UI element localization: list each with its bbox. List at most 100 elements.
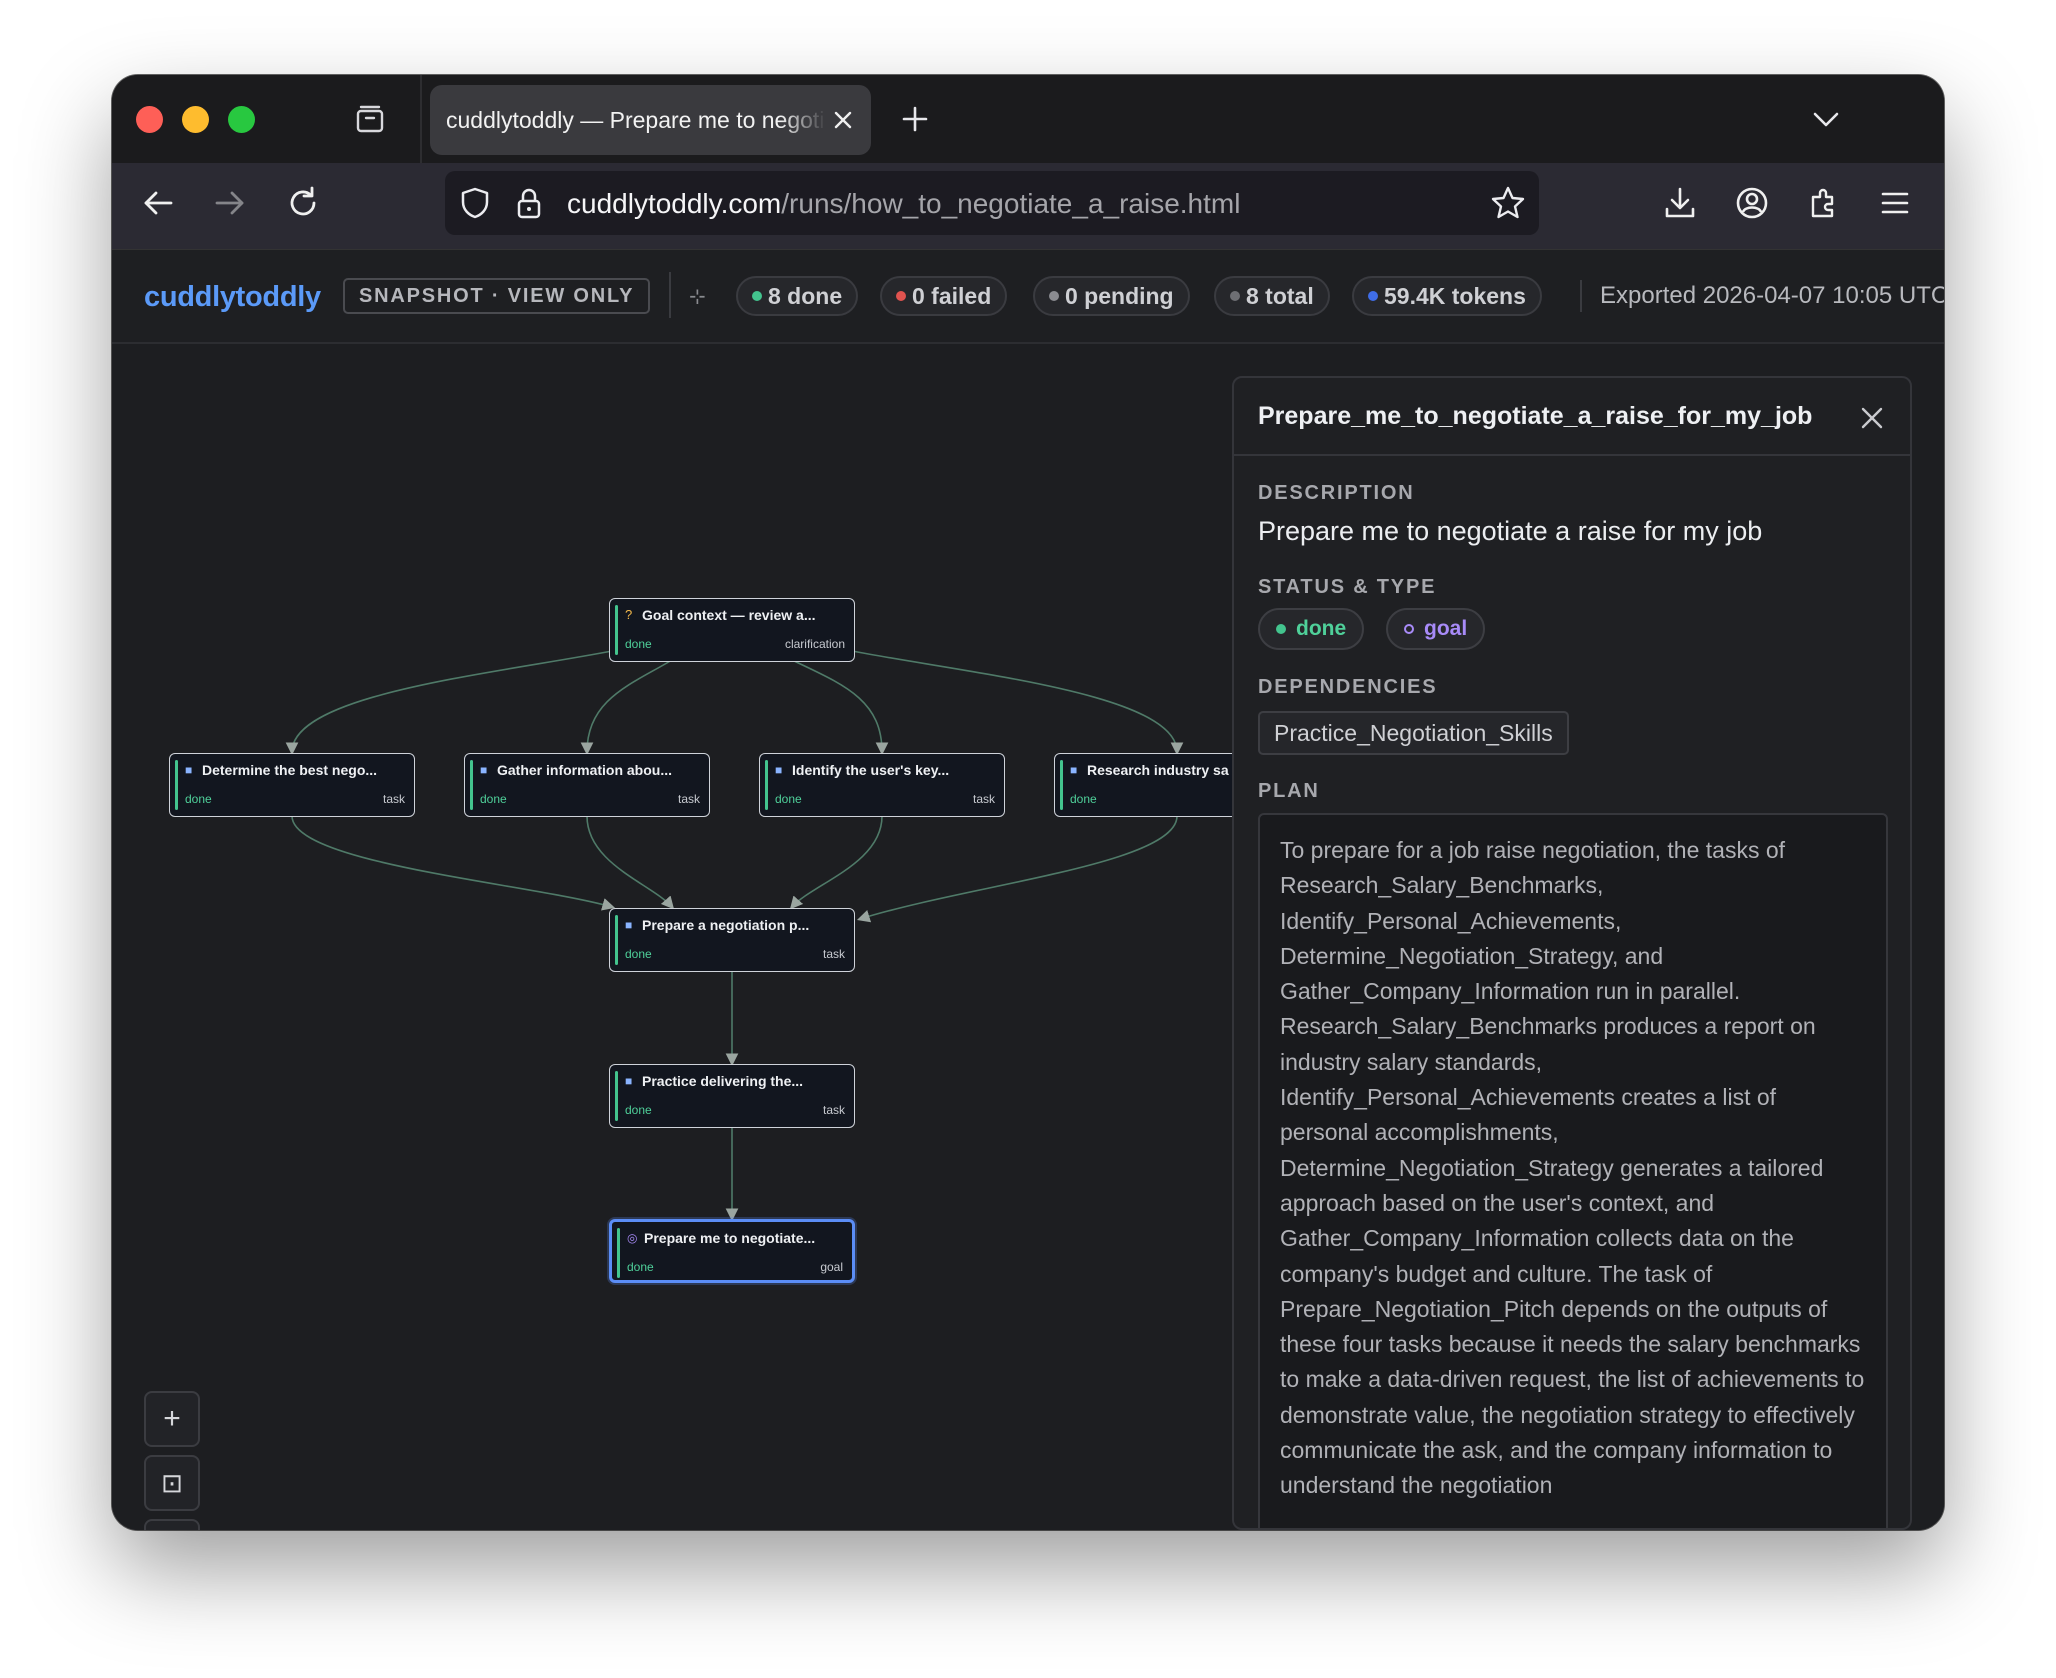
goal-icon: ◎	[627, 1231, 638, 1245]
tab-separator	[420, 75, 422, 163]
app-header: cuddlytoddly SNAPSHOT · VIEW ONLY ⊹ 8 do…	[112, 249, 1944, 344]
task-icon: ■	[625, 1074, 633, 1088]
panel-header: Prepare_me_to_negotiate_a_raise_for_my_j…	[1234, 378, 1910, 456]
tab-strip: cuddlytoddly — Prepare me to negotiate a…	[112, 75, 1944, 163]
question-icon: ?	[625, 607, 633, 622]
navigation-bar: cuddlytoddly.com/runs/how_to_negotiate_a…	[112, 163, 1944, 249]
snapshot-badge: SNAPSHOT · VIEW ONLY	[343, 278, 651, 314]
stat-done-pill: 8 done	[736, 276, 859, 316]
node-kind: task	[822, 947, 845, 961]
stat-tokens-label: 59.4K tokens	[1384, 283, 1526, 309]
node-status: done	[775, 792, 802, 806]
task-icon: ■	[480, 763, 488, 777]
graph-node-determine[interactable]: ■ Determine the best nego... done task	[169, 753, 415, 817]
url-path: /runs/how_to_negotiate_a_raise.html	[781, 188, 1241, 219]
goal-ring-icon	[1404, 624, 1414, 634]
close-icon[interactable]	[1858, 404, 1886, 432]
task-icon: ■	[185, 763, 193, 777]
graph-node-goal[interactable]: ◎ Prepare me to negotiate... done goal	[609, 1219, 855, 1283]
header-divider	[669, 272, 671, 318]
stat-tokens-pill: 59.4K tokens	[1352, 276, 1542, 316]
type-badge: goal	[1386, 608, 1486, 650]
reload-icon[interactable]	[283, 183, 323, 223]
node-kind: clarification	[784, 637, 845, 651]
lock-icon[interactable]	[511, 185, 547, 221]
url-text[interactable]: cuddlytoddly.com/runs/how_to_negotiate_a…	[567, 188, 1240, 220]
node-title: Determine the best nego...	[202, 762, 378, 778]
fit-view-button[interactable]: ⊡	[144, 1455, 200, 1511]
graph-edge	[789, 815, 883, 910]
done-dot-icon	[752, 291, 762, 301]
graph-node-identify[interactable]: ■ Identify the user's key... done task	[759, 753, 1005, 817]
done-dot-icon	[1276, 624, 1286, 634]
brand-logo[interactable]: cuddlytoddly	[144, 281, 321, 313]
graph-edge	[586, 815, 675, 910]
plan-textarea[interactable]: To prepare for a job raise negotiation, …	[1258, 813, 1888, 1528]
stat-pending-label: 0 pending	[1065, 283, 1174, 309]
stat-total-pill: 8 total	[1214, 276, 1330, 316]
graph-node-prepare-pitch[interactable]: ■ Prepare a negotiation p... done task	[609, 908, 855, 972]
pending-dot-icon	[1049, 291, 1059, 301]
graph-edge	[851, 650, 1184, 756]
node-status: done	[625, 1103, 652, 1117]
graph-node-gather[interactable]: ■ Gather information abou... done task	[464, 753, 710, 817]
graph-edge	[856, 815, 1178, 923]
tab-groups-icon[interactable]	[352, 101, 388, 137]
plus-icon[interactable]	[899, 103, 931, 135]
graph-node-practice[interactable]: ■ Practice delivering the... done task	[609, 1064, 855, 1128]
node-title: Identify the user's key...	[792, 762, 950, 778]
total-dot-icon	[1230, 291, 1240, 301]
graph-edge	[285, 650, 613, 756]
dependencies-label: DEPENDENCIES	[1258, 676, 1438, 698]
minimize-window-button[interactable]	[182, 106, 209, 133]
exported-timestamp: Exported 2026-04-07 10:05 UTC	[1600, 282, 1944, 309]
task-icon: ■	[625, 918, 633, 932]
node-status: done	[1070, 792, 1097, 806]
menu-icon[interactable]	[1875, 183, 1915, 223]
header-divider	[1580, 280, 1582, 312]
browser-tab[interactable]: cuddlytoddly — Prepare me to negotiate a…	[430, 85, 871, 155]
extensions-icon[interactable]	[1804, 183, 1844, 223]
node-kind: task	[677, 792, 700, 806]
arrow-left-icon[interactable]	[138, 183, 178, 223]
stat-failed-label: 0 failed	[912, 283, 992, 309]
plan-text: To prepare for a job raise negotiation, …	[1280, 837, 1871, 1499]
maximize-window-button[interactable]	[228, 106, 255, 133]
task-icon: ■	[775, 763, 783, 777]
node-detail-panel: Prepare_me_to_negotiate_a_raise_for_my_j…	[1232, 376, 1912, 1530]
url-bar[interactable]: cuddlytoddly.com/runs/how_to_negotiate_a…	[445, 171, 1539, 235]
node-title: Practice delivering the...	[642, 1073, 804, 1089]
description-text: Prepare me to negotiate a raise for my j…	[1258, 516, 1763, 546]
description-label: DESCRIPTION	[1258, 482, 1415, 504]
zoom-in-button[interactable]: +	[144, 1391, 200, 1447]
graph-canvas[interactable]: ? Goal context — review a... done clarif…	[112, 344, 1944, 1530]
panel-title: Prepare_me_to_negotiate_a_raise_for_my_j…	[1258, 402, 1813, 430]
stat-done-label: 8 done	[768, 283, 843, 309]
close-window-button[interactable]	[136, 106, 163, 133]
close-icon[interactable]	[829, 106, 857, 134]
status-type-label: STATUS & TYPE	[1258, 576, 1437, 598]
download-icon[interactable]	[1660, 183, 1700, 223]
node-status: done	[480, 792, 507, 806]
node-title: Prepare a negotiation p...	[642, 917, 810, 933]
arrow-right-icon[interactable]	[210, 183, 250, 223]
graph-edge	[791, 659, 889, 756]
task-icon: ■	[1070, 763, 1078, 777]
dependency-chip[interactable]: Practice_Negotiation_Skills	[1258, 711, 1569, 755]
graph-node-goal-context[interactable]: ? Goal context — review a... done clarif…	[609, 598, 855, 662]
zoom-out-button[interactable]: −	[144, 1519, 200, 1530]
plan-label: PLAN	[1258, 780, 1320, 802]
failed-dot-icon	[896, 291, 906, 301]
url-domain: cuddlytoddly.com	[567, 188, 782, 219]
node-title: Gather information abou...	[497, 762, 673, 778]
chevron-down-icon[interactable]	[1810, 103, 1842, 135]
graph-edge	[580, 659, 673, 756]
star-icon[interactable]	[1489, 184, 1527, 222]
node-title: Research industry sa	[1087, 762, 1229, 778]
shield-icon[interactable]	[457, 185, 493, 221]
type-badge-label: goal	[1424, 617, 1468, 640]
account-icon[interactable]	[1732, 183, 1772, 223]
graph-edges	[285, 650, 1184, 1222]
node-title: Prepare me to negotiate...	[644, 1230, 816, 1246]
stat-failed-pill: 0 failed	[880, 276, 1008, 316]
